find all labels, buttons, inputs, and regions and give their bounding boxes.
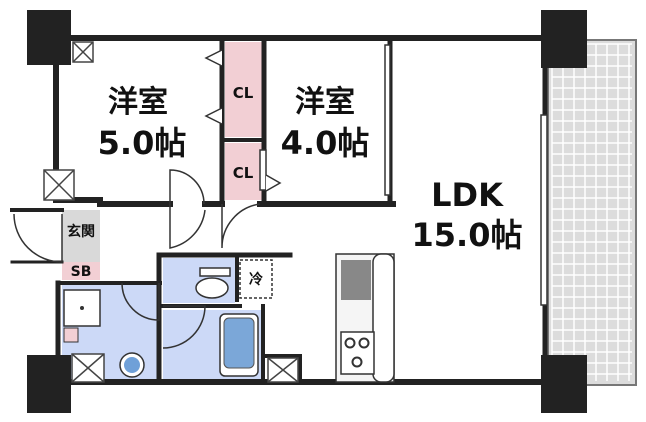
door-western-room-2 (221, 203, 261, 249)
stove (340, 331, 375, 375)
western-room-1-size: 5.0帖 (98, 124, 187, 162)
door-hallway (169, 204, 206, 249)
closet-door-lower (259, 149, 267, 191)
closet-upper-area (225, 42, 262, 137)
kitchen (335, 253, 395, 383)
pipe-shaft-left (43, 169, 75, 201)
burner-icon (358, 337, 370, 349)
shoe-box-area (62, 262, 100, 280)
pipe-shaft-bottom-middle (267, 357, 299, 383)
door-western-room-1 (169, 169, 205, 205)
western-room-1-name: 洋室 (108, 85, 168, 120)
door-entrance (13, 213, 63, 263)
refrigerator-label: 冷 (249, 271, 263, 288)
sliding-door-western-room-2 (384, 44, 391, 196)
pipe-shaft-top-left (72, 41, 94, 63)
door-washroom (121, 282, 160, 321)
sliding-doors (259, 44, 548, 306)
column-top-right (541, 10, 587, 68)
western-room-2-size: 4.0帖 (281, 124, 370, 162)
doors (13, 169, 261, 349)
entrance-floor (62, 210, 100, 262)
ldk-name: LDK (431, 176, 504, 214)
closet-upper-label: CL (233, 84, 254, 102)
column-top-left (27, 10, 71, 65)
window-balcony (540, 114, 548, 306)
toilet-area (163, 258, 235, 303)
bathtub-icon (219, 313, 259, 377)
closet-lower-area (225, 143, 262, 200)
shoe-box-label: SB (71, 264, 92, 280)
balcony (547, 39, 637, 386)
kitchen-counter-edge (372, 253, 395, 383)
burner-icon (351, 356, 363, 368)
kitchen-sink (341, 260, 371, 300)
column-bottom-left (27, 355, 71, 413)
burner-icon (344, 337, 356, 349)
toilet-icon (195, 267, 231, 299)
column-bottom-right (541, 355, 587, 413)
closet-lower-label: CL (233, 164, 254, 182)
wash-basin-icon (63, 327, 145, 378)
refrigerator-space (239, 259, 273, 299)
entrance-label: 玄関 (67, 223, 95, 240)
western-room-2-name: 洋室 (295, 85, 355, 120)
washing-machine-icon (63, 289, 101, 327)
ldk-size: 15.0帖 (412, 216, 523, 254)
balcony-area (547, 39, 637, 386)
pipe-shaft-bottom-left (71, 353, 105, 383)
balcony-tile-grid (551, 43, 632, 381)
closet-fold-doors (204, 49, 282, 192)
door-bathroom (162, 305, 206, 349)
